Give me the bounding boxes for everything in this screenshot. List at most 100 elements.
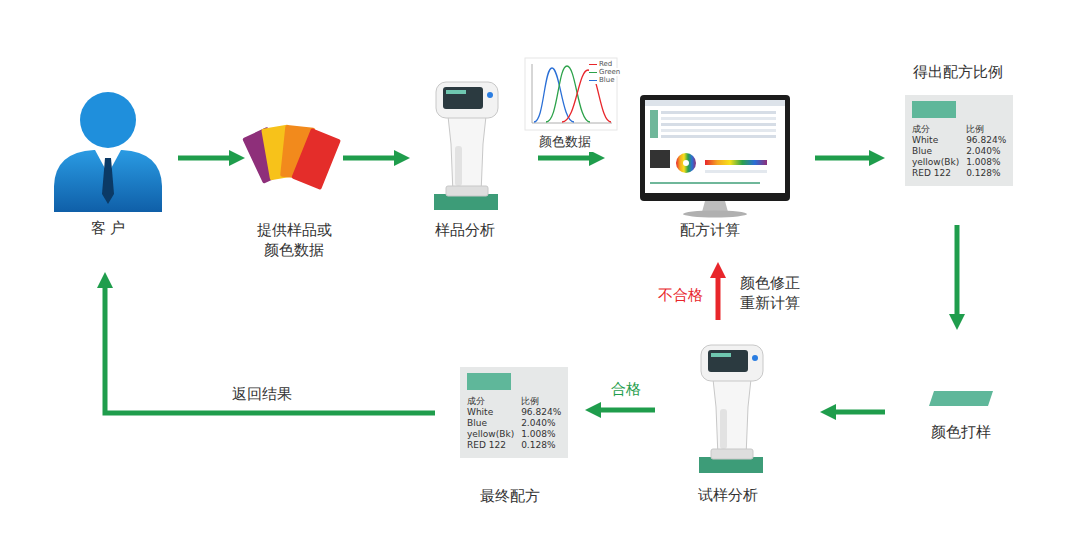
- formula-table: 成分比例 White 96.824% Blue 2.040% yellow(Bk) 1.00…: [460, 367, 568, 458]
- final-formula-card: 最终配方 成分比例 White 96.824% Blue 2.040% yellow(Bk)…: [435, 360, 585, 510]
- table-cell: 1.008%: [521, 429, 561, 440]
- edge-label: 合格: [609, 379, 643, 399]
- flow-arrow: [815, 156, 877, 161]
- formula-table: 成分比例 White 96.824% Blue 2.040% yellow(Bk) 1.00…: [905, 95, 1013, 186]
- spectral-chart: [534, 68, 574, 122]
- edge-label: 颜色数据: [537, 132, 593, 152]
- table-cell: 比例: [966, 124, 1006, 135]
- edge-label: 返回结果: [230, 384, 294, 404]
- step-label: 试样分析: [645, 485, 810, 505]
- table-cell: RED 122: [467, 440, 514, 451]
- flow-arrow: [178, 156, 237, 161]
- legend-line: [589, 72, 597, 73]
- table-cell: Blue: [912, 146, 959, 157]
- monitor-icon: [683, 160, 689, 166]
- customer-icon: [54, 150, 162, 212]
- spectrophotometer-icon: [699, 345, 763, 473]
- table-cell: 2.040%: [966, 146, 1006, 157]
- table-cell: 比例: [521, 396, 561, 407]
- table-grid: 成分比例 White 96.824% Blue 2.040% yellow(Bk) 1.00…: [467, 396, 561, 451]
- formula-card: 得出配方比例成分比例 White 96.824% Blue 2.040% yellow(B…: [885, 58, 1030, 225]
- monitor-icon: [661, 135, 776, 138]
- monitor-icon: [676, 153, 696, 173]
- legend-entry: Blue: [589, 76, 615, 84]
- sample-input-node: 提供样品或 颜色数据: [245, 95, 343, 262]
- sample-swatch: [929, 391, 993, 406]
- step-label: 颜色打样: [888, 422, 1033, 442]
- monitor-icon: [683, 211, 747, 218]
- customer-node: 客 户: [50, 85, 178, 272]
- edge-label: 不合格: [656, 285, 705, 305]
- monitor-icon: [661, 123, 776, 126]
- customer-icon: [80, 92, 136, 148]
- color-swatch: [467, 373, 511, 390]
- table-cell: 2.040%: [521, 418, 561, 429]
- flow-arrow: [105, 280, 435, 413]
- formula-calc-node: 配方计算: [605, 90, 815, 262]
- table-cell: 1.008%: [966, 157, 1006, 168]
- legend-text: Blue: [599, 76, 615, 84]
- note-label: 颜色修正 重新计算: [740, 273, 818, 313]
- flow-arrow: [343, 156, 402, 161]
- sample-analysis-node: 样品分析: [410, 78, 538, 245]
- table-cell: yellow(Bk): [467, 429, 514, 440]
- monitor-icon: [645, 100, 785, 193]
- monitor-icon: [645, 100, 785, 106]
- table-cell: 0.128%: [521, 440, 561, 451]
- legend-text: Red: [599, 60, 612, 68]
- step-label: 样品分析: [401, 220, 529, 240]
- monitor-icon: [640, 95, 790, 218]
- flow-arrow: [716, 270, 721, 320]
- flow-arrow: [828, 410, 885, 415]
- monitor-icon: [640, 95, 790, 201]
- table-cell: yellow(Bk): [912, 157, 959, 168]
- flow-arrow: [593, 408, 655, 413]
- step-label: 客 户: [44, 218, 172, 238]
- legend-line: [589, 64, 597, 65]
- monitor-icon: [661, 111, 776, 114]
- monitor-icon: [705, 160, 767, 165]
- spectrophotometer-icon: [434, 82, 498, 210]
- monitor-icon: [650, 110, 658, 138]
- flow-arrow: [955, 225, 960, 322]
- table-cell: 0.128%: [966, 168, 1006, 179]
- monitor-icon: [661, 129, 776, 132]
- table-cell: RED 122: [912, 168, 959, 179]
- sample-swatch: [929, 391, 993, 406]
- monitor-icon: [650, 182, 760, 184]
- color-sample-node: 颜色打样: [885, 330, 1030, 450]
- table-cell: 成分: [467, 396, 514, 407]
- card-heading: 最终配方: [435, 486, 585, 506]
- monitor-icon: [661, 117, 776, 120]
- legend-entry: Red: [589, 60, 612, 68]
- spectral-chart: [532, 123, 612, 124]
- step-label: 提供样品或 颜色数据: [252, 220, 336, 260]
- table-cell: 96.824%: [521, 407, 561, 418]
- legend-text: Green: [599, 68, 620, 76]
- step-label: 配方计算: [605, 220, 815, 240]
- spectrophotometer-icon: [699, 345, 763, 473]
- spectrophotometer-icon: [434, 82, 498, 210]
- monitor-icon: [702, 201, 728, 212]
- monitor-icon: [705, 170, 767, 173]
- trial-analysis-node: 试样分析: [655, 320, 820, 510]
- customer-icon: [102, 158, 114, 204]
- color-swatch: [912, 101, 956, 118]
- legend-entry: Green: [589, 68, 620, 76]
- table-cell: Blue: [467, 418, 514, 429]
- swatch-fan-icon: [242, 124, 341, 190]
- legend-line: [589, 80, 597, 81]
- table-cell: White: [467, 407, 514, 418]
- monitor-icon: [650, 150, 670, 168]
- table-grid: 成分比例 White 96.824% Blue 2.040% yellow(Bk) 1.00…: [912, 124, 1006, 179]
- table-cell: 成分: [912, 124, 959, 135]
- table-cell: 96.824%: [966, 135, 1006, 146]
- customer-icon: [54, 92, 162, 212]
- table-cell: White: [912, 135, 959, 146]
- flow-arrow: [538, 156, 597, 161]
- swatch-fan-icon: [291, 128, 341, 190]
- card-heading: 得出配方比例: [885, 62, 1030, 82]
